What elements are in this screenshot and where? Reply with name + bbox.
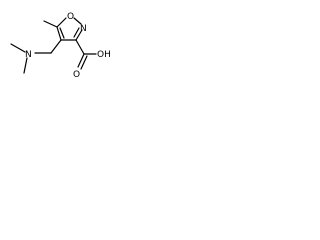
bond-co-double-2 xyxy=(80,55,88,70)
bond-n2-c3-double xyxy=(73,27,80,38)
ring-nitrogen-label: N xyxy=(80,24,87,34)
bond-c5-o1 xyxy=(56,17,67,28)
hydroxyl-label: OH xyxy=(97,50,111,60)
amine-nitrogen-label: N xyxy=(25,50,32,60)
bond-c5-methyl xyxy=(43,20,58,28)
bond-n2-c3 xyxy=(75,29,83,41)
bond-c4-c5-double xyxy=(59,27,65,39)
ring-oxygen-label: O xyxy=(67,12,74,22)
bond-o1-n2 xyxy=(73,17,82,25)
bond-c4-ch2 xyxy=(50,39,62,54)
chemical-structure: O N N O OH xyxy=(10,12,111,79)
bond-c3-cooh xyxy=(75,39,85,55)
bond-n-methyl-2 xyxy=(23,57,28,74)
carbonyl-oxygen-label: O xyxy=(73,70,80,79)
bond-co-double-1 xyxy=(77,53,85,68)
bond-n-methyl-1 xyxy=(10,43,26,53)
bond-c4-c5 xyxy=(56,26,62,41)
